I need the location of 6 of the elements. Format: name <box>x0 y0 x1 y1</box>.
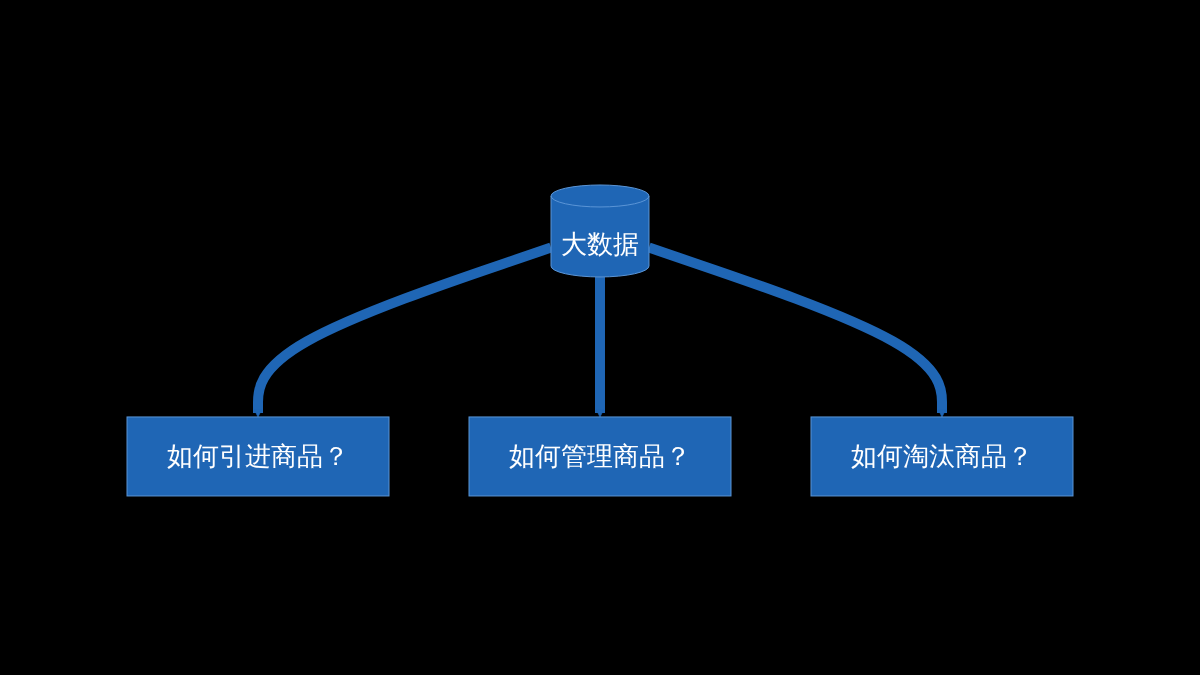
arrow <box>647 242 947 417</box>
arrow <box>253 242 553 417</box>
arrow <box>595 276 605 417</box>
node-box: 如何淘汰商品？ <box>810 415 1074 496</box>
node-box: 如何管理商品？ <box>468 415 732 496</box>
node-box: 如何引进商品？ <box>126 415 390 496</box>
